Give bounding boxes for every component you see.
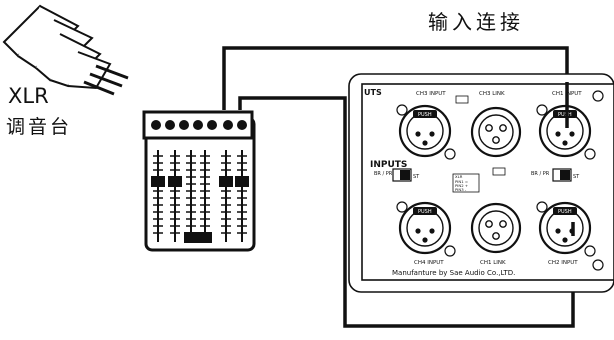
svg-text:PUSH: PUSH	[558, 112, 572, 118]
xlr-pin-legend: XLR PIN1 = PIN2 + PIN3 -	[452, 173, 480, 193]
svg-text:PUSH: PUSH	[418, 209, 432, 215]
label-ch4-input: CH4 INPUT	[414, 260, 444, 266]
cable-ch1	[222, 46, 569, 110]
svg-text:BR / PR: BR / PR	[374, 171, 393, 177]
connector-label-mixer: 调音台	[6, 116, 73, 138]
screws	[396, 90, 604, 271]
xlr-socket-ch1-input: PUSH	[538, 104, 592, 158]
svg-text:PIN2 +: PIN2 +	[455, 183, 468, 188]
rear-panel: UTS INPUTS CH3 INPUT CH3 LINK CH1 INPUT …	[348, 73, 614, 293]
xlr-socket-ch3-link	[470, 106, 522, 158]
mixer-console-icon	[142, 110, 256, 252]
xlr-socket-ch4-input: PUSH	[398, 201, 452, 255]
connector-label-xlr: XLR	[8, 84, 49, 108]
svg-text:PIN3 -: PIN3 -	[455, 187, 467, 192]
xlr-plug-icon	[2, 4, 129, 96]
xlr-socket-ch1-link	[470, 202, 522, 254]
br-pr-switch-left: BR / PR ST	[374, 168, 420, 182]
label-ch2-input: CH2 INPUT	[548, 260, 578, 266]
diagram-title: 输入连接	[428, 10, 524, 34]
panel-label-uts: UTS	[364, 88, 382, 97]
label-ch3-input: CH3 INPUT	[416, 91, 446, 97]
cables	[222, 46, 575, 328]
cable-plug-ends	[565, 82, 575, 236]
xlr-socket-ch2-input: PUSH	[538, 201, 592, 255]
svg-text:PUSH: PUSH	[418, 112, 432, 118]
label-ch1-link: CH1 LINK	[480, 260, 506, 266]
panel-footer: Manufanture by Sae Audio Co.,LTD.	[392, 269, 515, 277]
svg-text:XLR: XLR	[455, 174, 463, 179]
cable-ch2	[238, 96, 575, 328]
svg-text:ST: ST	[413, 174, 420, 180]
label-ch3-link: CH3 LINK	[479, 91, 505, 97]
panel-label-inputs: INPUTS	[370, 160, 407, 170]
svg-text:BR / PR: BR / PR	[531, 171, 550, 177]
xlr-socket-ch3-input: PUSH	[398, 104, 452, 158]
br-pr-switch-right: BR / PR ST	[531, 168, 580, 182]
svg-text:PUSH: PUSH	[558, 209, 572, 215]
svg-text:ST: ST	[573, 174, 580, 180]
svg-text:PIN1 =: PIN1 =	[455, 179, 468, 184]
